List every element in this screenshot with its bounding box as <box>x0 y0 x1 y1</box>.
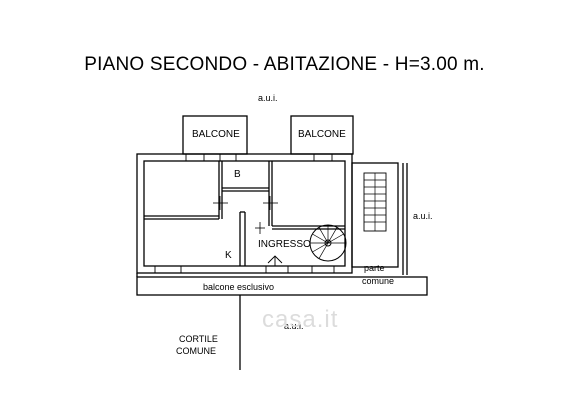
aui-right-label: a.u.i. <box>413 211 433 221</box>
balcone-right-label: BALCONE <box>298 129 346 140</box>
ingresso-label: INGRESSO <box>258 239 311 250</box>
cortile-label: CORTILE <box>179 334 218 344</box>
balcone-left-label: BALCONE <box>192 129 240 140</box>
parte-label: parte <box>364 263 385 273</box>
stair-well <box>351 162 399 268</box>
watermark-logo: casa.it <box>262 306 339 333</box>
plan-title: PIANO SECONDO - ABITAZIONE - H=3.00 m. <box>84 54 485 75</box>
room-k-label: K <box>225 250 232 261</box>
aui-top-label: a.u.i. <box>258 93 278 103</box>
comune-label: comune <box>362 276 395 286</box>
balcone-esclusivo-strip <box>136 276 428 296</box>
aui-bottom-label: a.u.i. <box>284 321 304 331</box>
cortile-comune-label: COMUNE <box>176 346 216 356</box>
balcone-esclusivo-label: balcone esclusivo <box>203 282 275 292</box>
room-b-label: B <box>234 169 241 180</box>
